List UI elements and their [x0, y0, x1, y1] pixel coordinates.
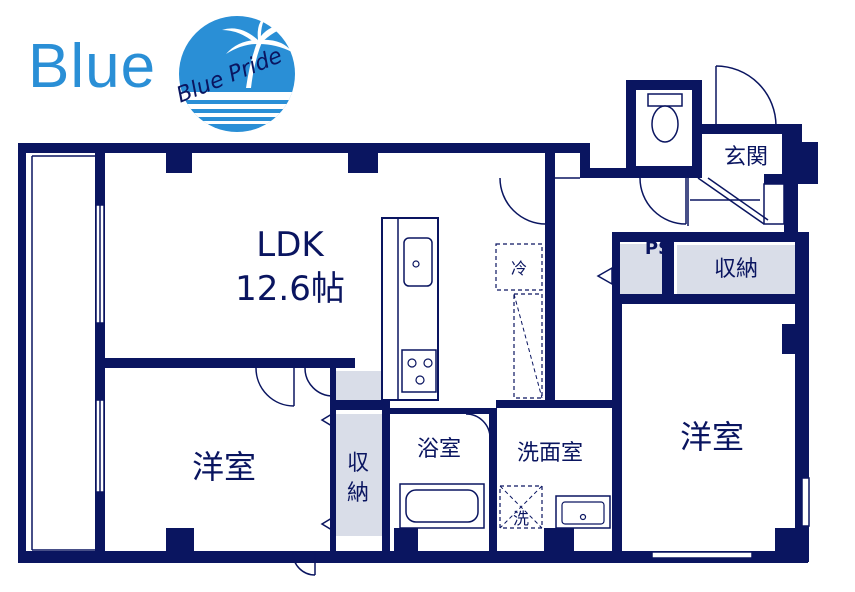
fridge-space: 冷: [495, 243, 543, 399]
stove-icon: [401, 349, 437, 393]
balcony: [23, 147, 97, 559]
doors: [255, 65, 777, 576]
fridge-symbol: 冷: [511, 259, 527, 278]
brand-wordmark: Blue: [28, 36, 156, 98]
washer-space: 洗: [499, 485, 543, 529]
ldk-label: LDK: [256, 225, 325, 265]
kitchen-counter: [381, 217, 439, 401]
bathtub-icon: [399, 483, 485, 529]
storage-left-char: 収: [347, 451, 369, 476]
palm-tree-icon: [222, 16, 292, 88]
walls: [18, 80, 818, 563]
storage-left-char: 納: [347, 481, 369, 506]
storage-left-label: 収納: [347, 451, 369, 506]
ldk-size-label: 12.6帖: [235, 269, 345, 309]
western-room-left-label: 洋室: [192, 448, 256, 486]
closet-fills: [333, 244, 795, 536]
brand-name: Blue: [28, 32, 157, 101]
washer-symbol: 洗: [513, 509, 529, 528]
bath-label: 浴室: [417, 437, 461, 462]
toilet-icon: [647, 93, 683, 143]
ps-label: PS: [645, 238, 671, 259]
sink-icon: [403, 237, 433, 287]
western-room-right-label: 洋室: [680, 418, 744, 456]
entrance-label: 玄関: [724, 145, 768, 170]
storage-right-label: 収納: [714, 257, 758, 282]
washbasin-icon: [555, 495, 611, 529]
partitions: [497, 166, 795, 420]
windows: [95, 204, 810, 559]
room-labels: LDK 12.6帖 洋室 洋室 浴室 洗面室 収納 玄関 PS 収納: [192, 145, 768, 506]
blue-pride-logo: Blue Pride: [173, 16, 295, 132]
washroom-label: 洗面室: [517, 441, 583, 466]
